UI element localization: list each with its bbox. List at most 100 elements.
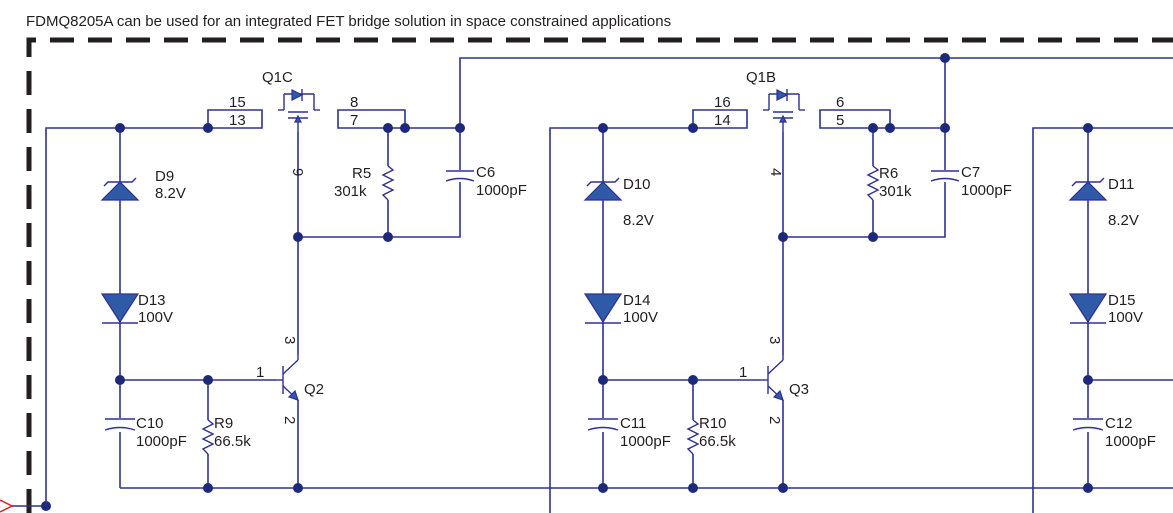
transistor-pin-base-1: 1 xyxy=(256,364,264,381)
fet-q1b xyxy=(763,89,805,132)
rail-node xyxy=(940,53,950,63)
fet-q1c xyxy=(278,89,320,132)
junction xyxy=(940,123,950,133)
caption-text: FDMQ8205A can be used for an integrated … xyxy=(26,13,671,30)
fet-pin-8: 8 xyxy=(350,94,358,111)
junction xyxy=(598,483,608,493)
fet-source-pins-2 xyxy=(692,109,748,129)
fet-pin-5: 5 xyxy=(836,112,844,129)
junction xyxy=(400,123,410,133)
junction xyxy=(1083,123,1093,133)
gate-cap-ref-2: C7 xyxy=(961,164,980,181)
base-cap-ref-1: C10 xyxy=(136,415,164,432)
input-port-marker xyxy=(0,499,14,513)
zener-d11 xyxy=(1068,177,1108,201)
gate-res-value-2: 301k xyxy=(879,183,912,200)
feed-wire-stage2 xyxy=(549,127,603,513)
transistor-q3 xyxy=(761,355,784,401)
base-res-ref-2: R10 xyxy=(699,415,727,432)
transistor-ref-1: Q2 xyxy=(304,381,324,398)
junction xyxy=(778,232,788,242)
resistor-r10 xyxy=(686,419,700,455)
gate-loop-2 xyxy=(783,128,946,238)
fet-pin-6: 6 xyxy=(836,94,844,111)
capacitor-c11 xyxy=(587,418,619,432)
fet-drain-pins-2 xyxy=(819,109,945,129)
junction xyxy=(115,375,125,385)
zener-ref-3: D11 xyxy=(1108,176,1134,193)
fet-label-2: Q1B xyxy=(746,69,776,86)
junction xyxy=(203,123,213,133)
junction xyxy=(293,483,303,493)
dashed-border xyxy=(26,37,1173,513)
transistor-ref-2: Q3 xyxy=(789,381,809,398)
junction xyxy=(598,375,608,385)
zener-d10 xyxy=(583,177,623,201)
base-res-ref-1: R9 xyxy=(214,415,233,432)
fet-pin-13: 13 xyxy=(229,112,246,129)
transistor-pin-base-2: 1 xyxy=(739,364,747,381)
zener-value-2: 8.2V xyxy=(623,212,654,229)
stage-3: D11 8.2V D15 100V C12 1000pF xyxy=(1068,123,1173,493)
stage-2: Q1B 16 14 6 5 4 D10 8.2V D14 100V R6 301… xyxy=(583,69,1012,493)
zener-ref-2: D10 xyxy=(623,176,651,193)
fet-drain-pins-1 xyxy=(337,109,460,129)
base-cap-value-3: 1000pF xyxy=(1105,433,1156,450)
base-res-value-2: 66.5k xyxy=(699,433,736,450)
capacitor-c10 xyxy=(104,418,136,432)
junction xyxy=(1083,483,1093,493)
fet-label-1: Q1C xyxy=(262,69,293,86)
gate-cap-ref-1: C6 xyxy=(476,164,495,181)
diode-d14 xyxy=(583,293,623,324)
zener-value-3: 8.2V xyxy=(1108,212,1139,229)
zener-ref-1: D9 xyxy=(155,168,174,185)
junction xyxy=(868,123,878,133)
base-cap-value-1: 1000pF xyxy=(136,433,187,450)
base-cap-ref-2: C11 xyxy=(620,415,646,432)
fet-pin-14: 14 xyxy=(714,112,731,129)
fet-pin-16: 16 xyxy=(714,94,731,111)
junction xyxy=(383,123,393,133)
gate-cap-value-2: 1000pF xyxy=(961,182,1012,199)
junction xyxy=(688,375,698,385)
junction xyxy=(383,232,393,242)
diode-value-2: 100V xyxy=(623,309,658,326)
junction xyxy=(778,483,788,493)
top-rail-wire xyxy=(459,57,1173,128)
transistor-pin-emitter-2: 2 xyxy=(766,416,783,424)
transistor-pin-collector-1: 3 xyxy=(281,336,298,344)
junction xyxy=(598,123,608,133)
fet-source-pins-1 xyxy=(207,109,263,129)
junction xyxy=(203,375,213,385)
diode-ref-2: D14 xyxy=(623,292,651,309)
fet-pin-15: 15 xyxy=(229,94,246,111)
feed-wire-stage3 xyxy=(1032,127,1088,513)
resistor-r6 xyxy=(866,165,880,201)
junction xyxy=(885,123,895,133)
gate-res-value-1: 301k xyxy=(334,183,367,200)
base-res-value-1: 66.5k xyxy=(214,433,251,450)
zener-value-1: 8.2V xyxy=(155,185,186,202)
transistor-q2 xyxy=(276,355,299,401)
junction xyxy=(688,483,698,493)
junction xyxy=(868,232,878,242)
gate-res-ref-2: R6 xyxy=(879,165,898,182)
junction xyxy=(1083,375,1093,385)
junction xyxy=(293,232,303,242)
stage-1: Q1C 15 13 8 7 9 D9 8.2V D13 100V R5 301k xyxy=(100,69,1173,493)
resistor-r5 xyxy=(381,165,395,201)
gate-res-ref-1: R5 xyxy=(352,165,371,182)
junction xyxy=(455,123,465,133)
diode-value-1: 100V xyxy=(138,309,173,326)
fet-pin-7: 7 xyxy=(350,112,358,129)
junction xyxy=(688,123,698,133)
feed-wire-stage1 xyxy=(45,127,120,506)
diode-d13 xyxy=(100,293,140,324)
junction xyxy=(203,483,213,493)
diode-ref-3: D15 xyxy=(1108,292,1136,309)
capacitor-c12 xyxy=(1072,418,1104,432)
resistor-r9 xyxy=(201,419,215,455)
gate-cap-value-1: 1000pF xyxy=(476,182,527,199)
diode-value-3: 100V xyxy=(1108,309,1143,326)
